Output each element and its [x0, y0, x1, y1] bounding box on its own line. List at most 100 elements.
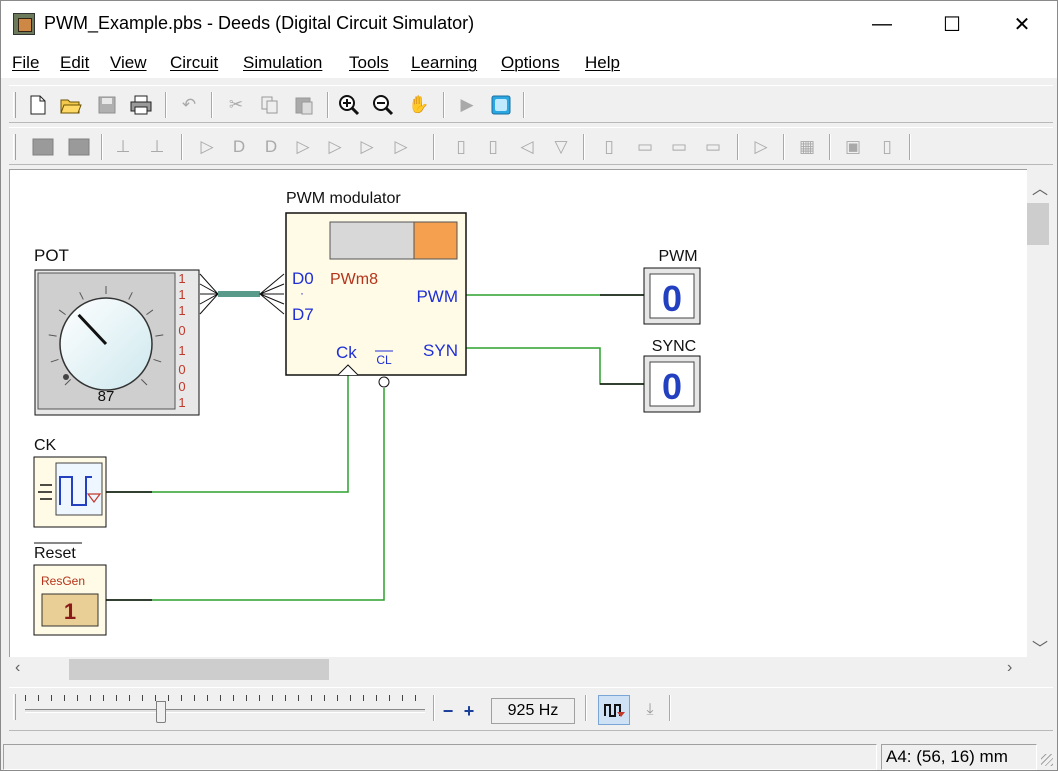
- pot-bit-1: 1: [178, 287, 185, 302]
- resgen-value: 1: [64, 599, 76, 624]
- pin-cl: CL: [376, 353, 392, 367]
- nand-gate-icon[interactable]: D: [264, 137, 278, 156]
- tristate-buffer-icon[interactable]: ▷: [754, 137, 768, 156]
- multiplexer-icon[interactable]: ▯: [488, 137, 498, 156]
- resgen-button[interactable]: [41, 593, 99, 627]
- menu-bar: File Edit View Circuit Simulation Tools …: [1, 48, 1057, 78]
- pot-dial-tick: [128, 292, 133, 300]
- minimize-button[interactable]: —: [872, 13, 892, 35]
- timing-diagram-icon[interactable]: [489, 93, 513, 117]
- clock-generator[interactable]: [33, 456, 107, 528]
- menu-simulation[interactable]: Simulation: [243, 53, 323, 72]
- cut-icon[interactable]: ✂: [228, 95, 244, 114]
- circuit-canvas[interactable]: 87 1 1 1 0 1 0 0 1 POT PWM modulator: [9, 169, 1027, 657]
- menu-tools[interactable]: Tools: [349, 53, 389, 72]
- scroll-down-icon[interactable]: ﹀: [1032, 641, 1049, 658]
- pan-hand-icon[interactable]: ✋: [408, 95, 430, 114]
- pin-d7: D7: [292, 305, 314, 324]
- wire-stubs: [106, 294, 644, 601]
- status-bar: A4: (56, 16) mm: [3, 744, 1055, 770]
- pot-dial-tick: [155, 334, 164, 337]
- window-title: PWM_Example.pbs - Deeds (Digital Circuit…: [44, 13, 475, 33]
- toolbar-separator: [523, 92, 525, 118]
- demultiplexer-icon[interactable]: ◁: [520, 137, 534, 156]
- output-block-icon[interactable]: [67, 135, 91, 159]
- wire-sync-out[interactable]: [466, 347, 644, 385]
- clock-mode-icon[interactable]: [598, 695, 630, 725]
- scroll-left-icon[interactable]: ‹: [15, 659, 21, 676]
- menu-file[interactable]: File: [12, 53, 40, 72]
- toolbar-separator: [433, 695, 435, 721]
- pot-bit-2: 1: [178, 303, 185, 318]
- close-button[interactable]: ✕: [1013, 14, 1031, 36]
- zoom-in-icon[interactable]: [337, 93, 361, 117]
- toolbar-grip[interactable]: [13, 134, 16, 160]
- pot-dial-ticks: [48, 286, 164, 386]
- menu-help[interactable]: Help: [585, 53, 620, 72]
- menu-options[interactable]: Options: [501, 53, 560, 72]
- out-sync-value: 0: [662, 366, 682, 407]
- copy-icon[interactable]: [258, 93, 282, 117]
- scroll-right-icon[interactable]: ›: [1007, 659, 1013, 676]
- chip-icon[interactable]: ▯: [882, 137, 892, 156]
- speed-slider-ticks: [25, 695, 423, 701]
- nor-gate-icon[interactable]: ▷: [328, 137, 342, 156]
- open-folder-icon[interactable]: [59, 93, 83, 117]
- pot-component[interactable]: 87 1 1 1 0 1 0 0 1: [34, 269, 200, 416]
- frequency-increase-button[interactable]: +: [463, 700, 475, 721]
- menu-circuit[interactable]: Circuit: [170, 53, 219, 72]
- vertical-scrollbar[interactable]: [1027, 169, 1051, 657]
- wire-node-icon[interactable]: ⊥: [115, 137, 131, 156]
- app-chip-icon: [13, 13, 35, 35]
- counter-icon[interactable]: ▭: [670, 137, 688, 156]
- step-download-icon[interactable]: ⤓: [646, 701, 654, 718]
- run-simulation-icon[interactable]: ▶: [460, 95, 474, 114]
- speed-slider-track[interactable]: [25, 709, 425, 713]
- register-icon[interactable]: ▭: [636, 137, 654, 156]
- vertical-scroll-thumb[interactable]: [1027, 203, 1049, 245]
- menu-edit[interactable]: Edit: [60, 53, 90, 72]
- pin-dots: ·: [300, 286, 304, 300]
- wire-reset[interactable]: [106, 388, 385, 601]
- wire-clock[interactable]: [106, 368, 349, 493]
- toolbar-separator: [211, 92, 213, 118]
- bus-node-icon[interactable]: ⊥: [149, 137, 165, 156]
- decoder-icon[interactable]: ▯: [456, 137, 466, 156]
- reset-generator[interactable]: ResGen 1: [33, 564, 107, 636]
- fsm-block-icon[interactable]: ▦: [798, 137, 816, 156]
- zoom-out-icon[interactable]: [371, 93, 395, 117]
- resize-grip[interactable]: [1041, 754, 1053, 766]
- paste-icon[interactable]: [292, 93, 316, 117]
- undo-icon[interactable]: ↶: [181, 95, 197, 114]
- microcomputer-icon[interactable]: ▣: [844, 137, 862, 156]
- and-gate-icon[interactable]: D: [232, 137, 246, 156]
- pwm-output-display[interactable]: 0: [643, 267, 701, 325]
- scroll-up-icon[interactable]: ︿: [1032, 181, 1049, 198]
- maximize-button[interactable]: ☐: [943, 14, 961, 36]
- sync-output-display[interactable]: 0: [643, 355, 701, 413]
- pot-dial-tick: [58, 309, 66, 316]
- pot-bit-7: 1: [178, 395, 185, 410]
- or-gate-icon[interactable]: ▷: [296, 137, 310, 156]
- toolbar-grip[interactable]: [13, 694, 16, 720]
- new-file-icon[interactable]: [26, 93, 50, 117]
- xnor-gate-icon[interactable]: ▷: [394, 137, 408, 156]
- memory-icon[interactable]: ▭: [704, 137, 722, 156]
- print-icon[interactable]: [129, 93, 153, 117]
- not-gate-icon[interactable]: ▷: [200, 137, 214, 156]
- speed-slider-handle[interactable]: [156, 701, 166, 723]
- save-icon[interactable]: [95, 93, 119, 117]
- horizontal-scroll-thumb[interactable]: [69, 659, 329, 680]
- xor-gate-icon[interactable]: ▷: [360, 137, 374, 156]
- menu-view[interactable]: View: [110, 53, 147, 72]
- pwm-modulator-block[interactable]: D0 · D7 PWm8 PWM Ck CL SYN: [285, 212, 467, 388]
- pot-dot: [63, 374, 69, 380]
- menu-learning[interactable]: Learning: [411, 53, 478, 72]
- pot-label: POT: [34, 246, 69, 265]
- frequency-decrease-button[interactable]: −: [442, 700, 454, 721]
- adder-icon[interactable]: ▽: [554, 137, 568, 156]
- input-block-icon[interactable]: [31, 135, 55, 159]
- flip-flop-icon[interactable]: ▯: [604, 137, 614, 156]
- toolbar-grip[interactable]: [13, 92, 16, 118]
